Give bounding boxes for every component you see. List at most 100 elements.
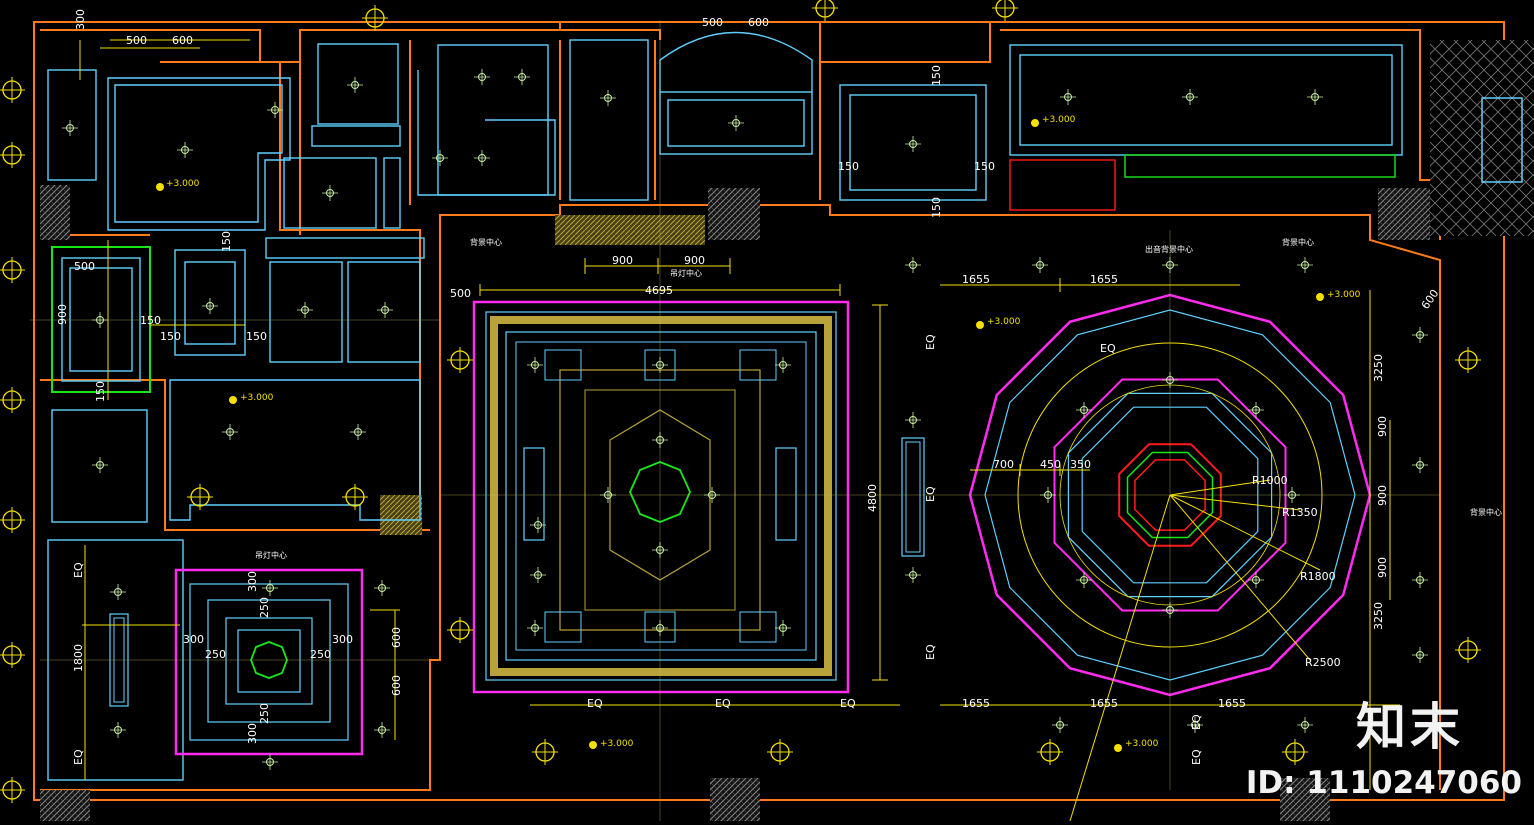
light-fixture-icon <box>905 412 921 428</box>
light-fixture-icon <box>652 357 668 373</box>
svg-text:500: 500 <box>702 16 723 29</box>
light-fixture-icon <box>704 487 720 503</box>
middle-square-ceiling <box>472 300 925 694</box>
svg-text:600: 600 <box>172 34 193 47</box>
wall-crosshair-icon <box>532 739 558 765</box>
svg-text:300: 300 <box>183 633 204 646</box>
svg-text:450: 450 <box>1040 458 1061 471</box>
svg-text:+3.000: +3.000 <box>1327 290 1361 300</box>
walls <box>33 21 1505 801</box>
light-fixture-icon <box>652 620 668 636</box>
svg-text:1655: 1655 <box>1218 697 1246 710</box>
wall-crosshair-icon <box>1282 739 1308 765</box>
svg-text:4695: 4695 <box>645 284 673 297</box>
svg-text:500: 500 <box>74 260 95 273</box>
svg-text:300: 300 <box>246 723 259 744</box>
light-fixture-icon <box>262 754 278 770</box>
svg-text:1655: 1655 <box>962 273 990 286</box>
light-fixture-icon <box>374 722 390 738</box>
svg-text:R1800: R1800 <box>1300 570 1336 583</box>
light-fixture-icon <box>374 580 390 596</box>
wall-crosshair-icon <box>1455 347 1481 373</box>
wall-markers <box>0 0 1481 803</box>
svg-text:250: 250 <box>205 648 226 661</box>
light-fixture-icon <box>92 457 108 473</box>
label-bg-center-2: 背景中心 <box>1282 237 1314 247</box>
light-fixture-icon <box>1040 487 1056 503</box>
centerlines <box>30 20 1440 821</box>
light-fixture-icon <box>1412 327 1428 343</box>
svg-text:250: 250 <box>310 648 331 661</box>
left-pendant-room <box>109 568 364 756</box>
mid-left-rooms <box>47 237 425 781</box>
svg-text:900: 900 <box>1376 416 1389 437</box>
svg-text:150: 150 <box>930 65 943 86</box>
svg-text:+3.000: +3.000 <box>166 179 200 189</box>
light-fixture-icon <box>905 567 921 583</box>
columns <box>40 40 1534 821</box>
light-fixture-icon <box>267 102 283 118</box>
svg-text:3250: 3250 <box>1372 602 1385 630</box>
light-fixture-icon <box>177 142 193 158</box>
svg-text:EQ: EQ <box>1100 342 1116 355</box>
svg-text:250: 250 <box>258 703 271 724</box>
label-bg-center-1: 背景中心 <box>470 237 502 247</box>
svg-text:600: 600 <box>390 675 403 696</box>
svg-text:R2500: R2500 <box>1305 656 1341 669</box>
light-fixture-icon <box>905 136 921 152</box>
light-fixture-icon <box>600 487 616 503</box>
light-fixture-icon <box>1284 487 1300 503</box>
svg-text:600: 600 <box>390 627 403 648</box>
light-fixture-icon <box>347 77 363 93</box>
wall-crosshair-icon <box>0 642 25 668</box>
svg-text:1655: 1655 <box>1090 697 1118 710</box>
svg-text:3250: 3250 <box>1372 354 1385 382</box>
light-fixture-icon <box>527 620 543 636</box>
svg-text:+3.000: +3.000 <box>1042 115 1076 125</box>
dimension-text: 500 600 500 600 900 900 4695 500 1655 16… <box>74 16 1341 710</box>
svg-text:4800: 4800 <box>866 484 879 512</box>
svg-text:1655: 1655 <box>1090 273 1118 286</box>
label-main-center: 出音背景中心 <box>1145 244 1193 254</box>
light-fixture-icon <box>1187 717 1203 733</box>
light-fixture-icon <box>1412 457 1428 473</box>
wall-crosshair-icon <box>447 617 473 643</box>
light-fixture-icon <box>514 69 530 85</box>
light-fixture-icon <box>728 115 744 131</box>
svg-text:150: 150 <box>246 330 267 343</box>
svg-text:500: 500 <box>450 287 471 300</box>
level-mark-2: +3.000 <box>229 393 274 404</box>
light-fixture-icon <box>322 185 338 201</box>
label-center-left: 吊灯中心 <box>255 550 287 560</box>
light-fixture-icon <box>377 302 393 318</box>
wall-crosshair-icon <box>1037 739 1063 765</box>
light-fixture-icon <box>474 69 490 85</box>
label-bg-center-3: 背景中心 <box>1470 507 1502 517</box>
light-fixture-icon <box>1412 647 1428 663</box>
svg-text:900: 900 <box>1376 485 1389 506</box>
wall-crosshair-icon <box>0 77 25 103</box>
svg-text:1655: 1655 <box>962 697 990 710</box>
svg-text:EQ: EQ <box>72 749 85 765</box>
light-fixture-icon <box>652 432 668 448</box>
svg-text:300: 300 <box>246 571 259 592</box>
svg-text:+3.000: +3.000 <box>1125 739 1159 749</box>
watermark-brand: 知末 <box>1356 698 1464 756</box>
light-fixture-icon <box>350 424 366 440</box>
watermark-id: ID: 1110247060 <box>1245 765 1522 801</box>
svg-text:150: 150 <box>974 160 995 173</box>
light-fixture-icon <box>1032 257 1048 273</box>
level-marks: +3.000 +3.000 +3.000 +3.000 +3.000 +3.00… <box>156 115 1361 752</box>
light-fixture-icon <box>775 620 791 636</box>
wall-crosshair-icon <box>362 5 388 31</box>
svg-text:700: 700 <box>993 458 1014 471</box>
svg-text:150: 150 <box>94 381 107 402</box>
svg-text:1800: 1800 <box>72 644 85 672</box>
light-fixture-icon <box>905 257 921 273</box>
wall-crosshair-icon <box>0 387 25 413</box>
svg-text:EQ: EQ <box>1190 714 1203 730</box>
svg-text:150: 150 <box>838 160 859 173</box>
light-fixture-icon <box>530 517 546 533</box>
level-mark-7: +3.000 <box>1114 739 1159 752</box>
